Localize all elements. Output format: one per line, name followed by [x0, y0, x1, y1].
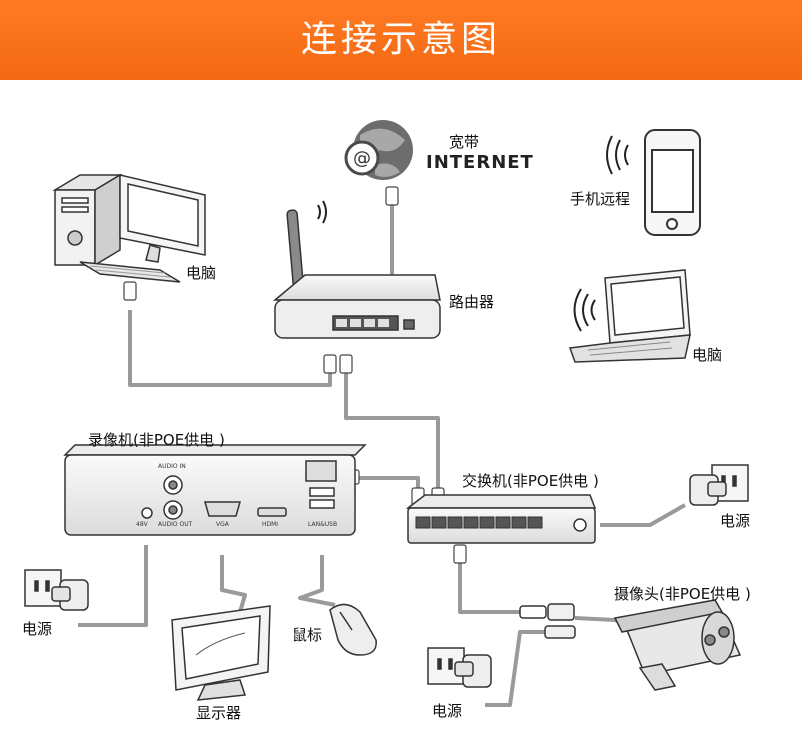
internet-globe-icon: @ [344, 120, 413, 180]
mouse-label: 鼠标 [292, 626, 323, 644]
monitor-label: 显示器 [196, 704, 242, 722]
cable-router-switch [344, 365, 440, 500]
switch-label: 交换机(非POE供电 ) [462, 472, 599, 490]
camera-power-label: 电源 [432, 702, 463, 720]
camera-connectors [519, 603, 576, 639]
camera-label: 摄像头(非POE供电 ) [614, 585, 751, 603]
svg-text:@: @ [353, 148, 371, 169]
laptop-icon [568, 269, 691, 363]
internet-label: INTERNET [426, 152, 534, 173]
cable-pc-router [128, 310, 332, 387]
router-icon [272, 209, 441, 339]
power-adapter-nvr-icon [24, 569, 89, 611]
phone-remote-label: 手机远程 [570, 190, 631, 208]
laptop-signal-icon [573, 288, 596, 332]
cables [78, 205, 686, 707]
nvr-audio-out-label: AUDIO OUT [158, 521, 193, 528]
switch-icon [405, 494, 597, 544]
wifi-signal-icon [317, 200, 327, 224]
mouse-icon [329, 603, 377, 656]
cable-nvr-power [78, 545, 148, 627]
nvr-audio-in-label: AUDIO IN [158, 463, 186, 470]
phone-signal-icon [606, 135, 629, 175]
switch-power-label: 电源 [720, 512, 751, 530]
nvr-hdmi-label: HDMI [262, 521, 279, 528]
laptop-label: 电脑 [692, 346, 723, 364]
cable-nvr-switch [355, 476, 420, 500]
phone-icon [644, 129, 701, 236]
nvr-power-label: 电源 [22, 620, 53, 638]
power-adapter-switch-icon [689, 464, 749, 506]
cable-usb-mouse [298, 555, 336, 607]
camera-icon [613, 599, 742, 691]
desktop-pc-icon [52, 173, 206, 283]
cable-vga-monitor [220, 555, 247, 613]
page-title: 连接示意图 [300, 19, 501, 60]
header-bar [0, 0, 802, 80]
power-adapter-camera-icon [427, 647, 492, 688]
broadband-label: 宽带 [449, 133, 480, 151]
cable-switch-camera [458, 555, 520, 614]
cable-switch-power [600, 503, 686, 527]
nvr-recorder-icon [63, 444, 367, 536]
pc-label: 电脑 [186, 264, 217, 282]
nvr-power-port-label: 48V [136, 521, 148, 528]
router-label: 路由器 [449, 293, 495, 311]
cable-camera-power [485, 630, 545, 707]
nvr-lan-usb-label: LAN&USB [308, 521, 338, 528]
nvr-vga-label: VGA [216, 521, 229, 528]
nvr-label: 录像机(非POE供电 ) [88, 431, 225, 449]
monitor-icon [171, 605, 271, 701]
